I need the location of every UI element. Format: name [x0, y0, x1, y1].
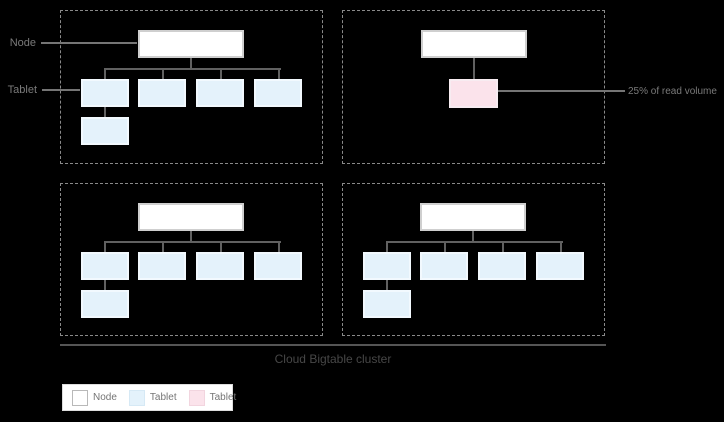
- connector-line: [472, 231, 474, 242]
- legend: Node Tablet Tablet: [62, 384, 236, 411]
- tablet-box: [81, 79, 129, 107]
- node-box: [421, 30, 527, 58]
- connector-line: [220, 68, 222, 80]
- connector-line: [278, 68, 280, 80]
- tablet-box: [254, 79, 302, 107]
- connector-line: [560, 241, 562, 253]
- cluster-title: Cloud Bigtable cluster: [274, 352, 392, 366]
- zone-top-left: [60, 10, 323, 164]
- tablet-box: [254, 252, 302, 280]
- connector-line: [190, 58, 192, 69]
- connector-line: [502, 241, 504, 253]
- legend-item-hot-tablet: Tablet: [188, 389, 237, 406]
- connector-line: [104, 241, 281, 243]
- tablet-box: [81, 117, 129, 145]
- tablet-box: [81, 290, 129, 318]
- connector-line: [104, 68, 106, 80]
- tablet-box: [363, 290, 411, 318]
- connector-line: [104, 107, 106, 117]
- connector-line: [162, 68, 164, 80]
- tablet-annotation-label: Tablet: [7, 84, 37, 96]
- hot-tablet-swatch-icon: [188, 389, 205, 406]
- node-box: [138, 30, 244, 58]
- connector-line: [104, 68, 281, 70]
- hot-tablet-box: [449, 79, 498, 108]
- tablet-box: [478, 252, 526, 280]
- cluster-bracket-bar: [60, 344, 606, 346]
- connector-line: [220, 241, 222, 253]
- zone-bottom-right: [342, 183, 605, 336]
- zone-bottom-left: [60, 183, 323, 336]
- connector-line: [473, 58, 475, 79]
- tablet-box: [81, 252, 129, 280]
- connector-line: [104, 280, 106, 290]
- legend-item-node: Node: [72, 389, 117, 406]
- connector-line: [190, 231, 192, 242]
- tablet-swatch-icon: [128, 389, 145, 406]
- legend-label: Tablet: [209, 392, 237, 403]
- read-volume-pointer-line: [498, 90, 625, 92]
- connector-line: [444, 241, 446, 253]
- node-box: [138, 203, 244, 231]
- connector-line: [386, 280, 388, 290]
- connector-line: [162, 241, 164, 253]
- tablet-box: [536, 252, 584, 280]
- connector-line: [386, 241, 563, 243]
- tablet-box: [138, 79, 186, 107]
- connector-line: [386, 241, 388, 253]
- legend-item-tablet: Tablet: [128, 389, 177, 406]
- tablet-box: [138, 252, 186, 280]
- tablet-pointer-line: [42, 89, 80, 91]
- tablet-box: [196, 252, 244, 280]
- node-swatch-icon: [72, 389, 88, 406]
- zone-top-right: [342, 10, 605, 164]
- legend-label: Tablet: [149, 392, 177, 403]
- tablet-box: [196, 79, 244, 107]
- tablet-box: [420, 252, 468, 280]
- node-box: [420, 203, 526, 231]
- connector-line: [278, 241, 280, 253]
- connector-line: [104, 241, 106, 253]
- tablet-box: [363, 252, 411, 280]
- node-annotation-label: Node: [9, 37, 36, 49]
- legend-label: Node: [93, 392, 117, 403]
- node-pointer-line: [41, 42, 137, 44]
- read-volume-label: 25% of read volume: [628, 86, 717, 97]
